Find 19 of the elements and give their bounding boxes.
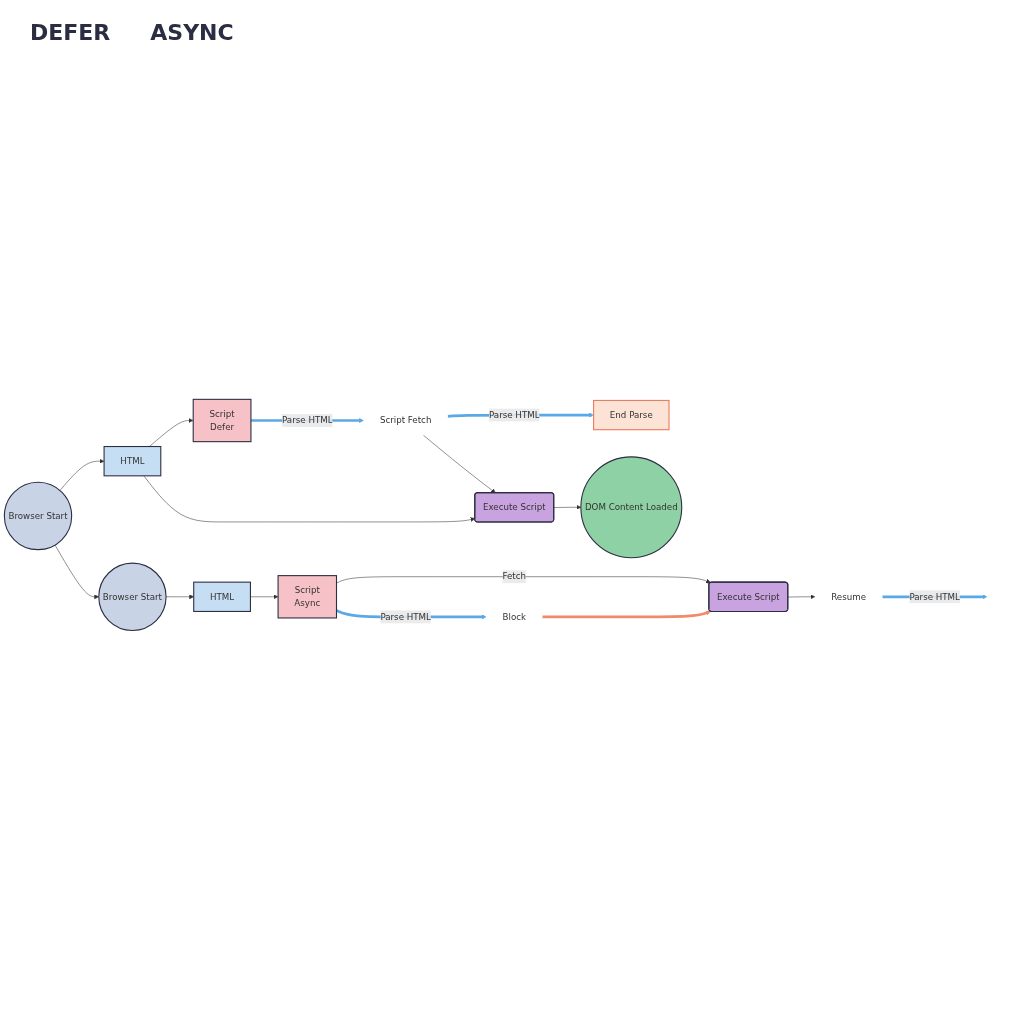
node-text: Script Fetch (379, 414, 432, 425)
edge-label: Parse HTML (489, 409, 540, 420)
node-box: HTML (193, 581, 251, 612)
edge-label: Parse HTML (909, 590, 960, 602)
node-box: Script Async (277, 574, 338, 619)
edge-label: Parse HTML (380, 611, 431, 622)
node-box: Script Defer (192, 398, 252, 442)
node-text: Resume (831, 590, 867, 602)
arrow (542, 610, 711, 618)
edge-label: Fetch (502, 570, 527, 582)
edge-label: Parse HTML (282, 414, 333, 425)
node-circle: Browser Start (3, 481, 73, 550)
node-box: HTML (103, 445, 162, 476)
node-text: Block (502, 611, 527, 622)
node-circle: Browser Start (98, 562, 167, 631)
node-circle: DOM Content Loaded (580, 455, 683, 558)
section-heading: DEFER (30, 20, 111, 45)
node-box: End Parse (593, 399, 670, 430)
section-heading: ASYNC (150, 20, 234, 45)
